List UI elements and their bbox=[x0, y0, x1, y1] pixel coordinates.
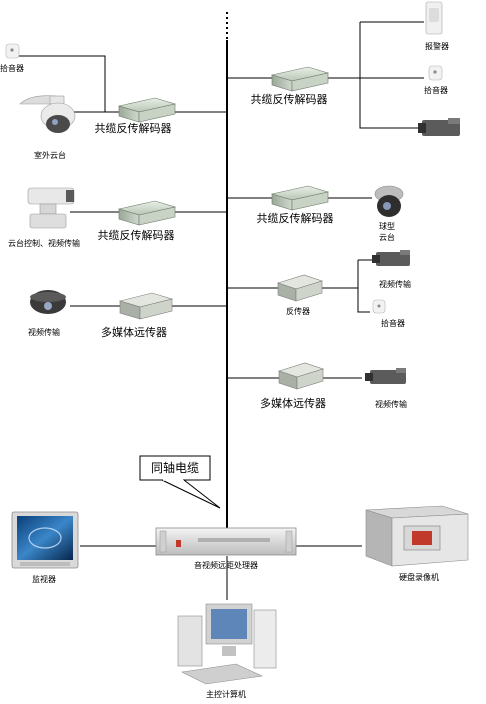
box-camera-icon-top-right bbox=[418, 118, 460, 136]
microphone-icon-right bbox=[372, 299, 386, 314]
module-box-left-2 bbox=[117, 200, 177, 226]
ball-camera-label-line2: 云台 bbox=[379, 232, 395, 242]
dvr-label: 硬盘录像机 bbox=[399, 572, 439, 582]
coax-callout-label: 同轴电缆 bbox=[151, 460, 199, 475]
microphone-icon-top-right bbox=[428, 65, 443, 81]
left-decoder-2-label: 共缆反传解码器 bbox=[98, 228, 175, 242]
av-processor-rack-icon bbox=[155, 527, 297, 556]
box-camera-icon-right-2 bbox=[365, 368, 406, 384]
module-box-right-1 bbox=[270, 66, 330, 92]
ball-camera-icon bbox=[374, 185, 404, 217]
ball-camera-label-line1: 球型 bbox=[379, 221, 395, 231]
module-box-left-1 bbox=[117, 97, 177, 123]
right-decoder-1-label: 共缆反传解码器 bbox=[251, 92, 328, 106]
monitor-label: 监视器 bbox=[32, 574, 56, 584]
pickup-right-label: 拾音器 bbox=[381, 318, 405, 328]
box-camera-icon-right-1 bbox=[372, 250, 410, 266]
module-box-right-4 bbox=[278, 362, 324, 390]
coax-callout: 同轴电缆 bbox=[139, 455, 221, 509]
dvr-icon bbox=[365, 505, 469, 567]
pickup-top-left-label: 拾音器 bbox=[0, 63, 24, 73]
av-processor-label: 音视频远距处理器 bbox=[194, 560, 258, 570]
dome-video-label: 视频传输 bbox=[28, 327, 60, 337]
pickup-top-right-label: 拾音器 bbox=[424, 85, 448, 95]
module-box-right-2 bbox=[270, 185, 330, 211]
left-multimedia-label: 多媒体远传器 bbox=[101, 325, 167, 339]
microphone-icon-top-left bbox=[5, 43, 20, 59]
ptz-control-label: 云台控制、视频传输 bbox=[8, 238, 80, 248]
module-box-left-3 bbox=[118, 292, 174, 320]
module-box-right-3 bbox=[277, 274, 323, 302]
right-multimedia-label: 多媒体远传器 bbox=[260, 396, 326, 410]
host-computer-icon bbox=[177, 603, 277, 685]
right-decoder-2-label: 共缆反传解码器 bbox=[257, 211, 334, 225]
monitor-icon bbox=[11, 511, 79, 569]
video-right-1-label: 视频传输 bbox=[379, 279, 411, 289]
dome-camera-icon-left bbox=[30, 290, 66, 314]
alarm-sensor-icon bbox=[425, 1, 443, 35]
host-pc-label: 主控计算机 bbox=[206, 689, 246, 699]
ptz-control-camera-icon bbox=[27, 187, 75, 229]
left-decoder-1-label: 共缆反传解码器 bbox=[95, 121, 172, 135]
outdoor-ptz-camera-icon bbox=[19, 95, 76, 133]
video-right-2-label: 视频传输 bbox=[375, 399, 407, 409]
outdoor-ptz-label: 室外云台 bbox=[34, 150, 66, 160]
right-repeater-label: 反传器 bbox=[286, 306, 310, 316]
alarm-label: 报警器 bbox=[425, 41, 449, 51]
